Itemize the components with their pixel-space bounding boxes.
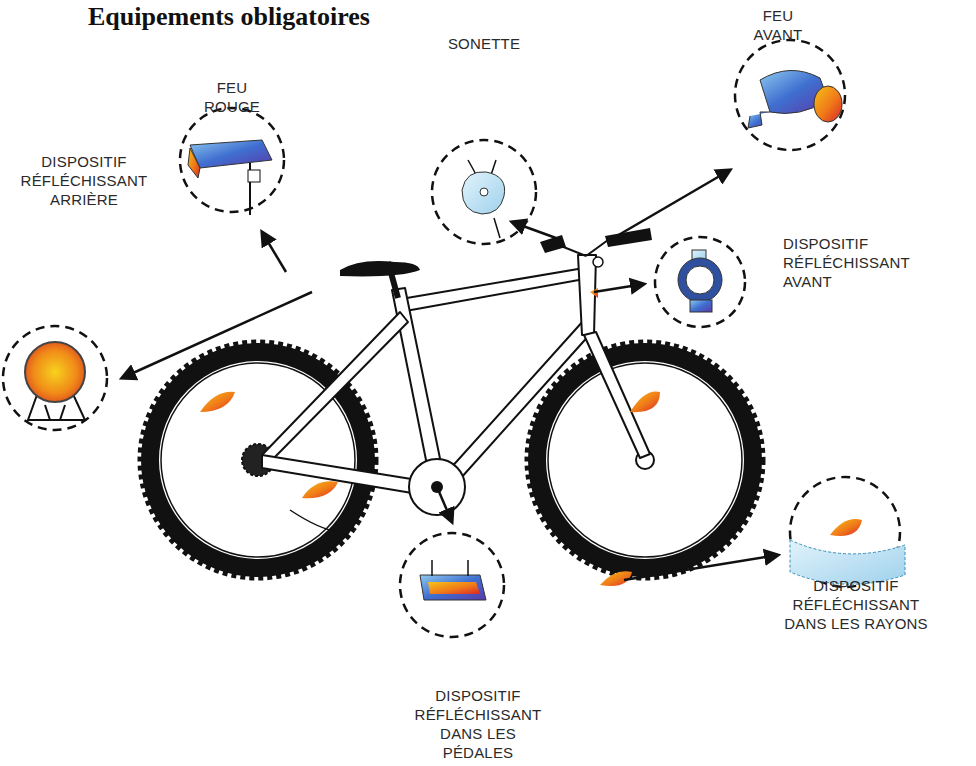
bell-mount — [593, 257, 603, 267]
bike-frame — [262, 234, 650, 496]
part-label: SONETTE — [429, 34, 539, 53]
part-label: FEU ROUGE — [197, 78, 267, 116]
part-label: FEU AVANT — [743, 6, 813, 44]
callout-circles — [3, 40, 900, 637]
rear-reflector-icon — [25, 342, 85, 420]
part-label: DISPOSITIF RÉFLÉCHISSANT DANS LES RAYONS — [781, 576, 931, 633]
part-label: DISPOSITIF RÉFLÉCHISSANT AVANT — [783, 234, 933, 291]
front-wheel — [527, 342, 763, 578]
leader-arrows — [122, 170, 778, 580]
spoke-reflectors — [200, 391, 660, 586]
front-light-icon — [748, 70, 842, 128]
part-label: DISPOSITIF RÉFLÉCHISSANT DANS LES PÉDALE… — [403, 686, 553, 762]
derailleur — [290, 510, 340, 532]
part-label: DISPOSITIF RÉFLÉCHISSANT ARRIÈRE — [9, 152, 159, 209]
bell-icon — [462, 160, 505, 238]
diagram-title: Equipements obligatoires — [88, 2, 370, 32]
front-reflector-icon — [678, 250, 722, 312]
front-reflector-mount — [590, 288, 598, 298]
pedal-icon — [420, 560, 486, 600]
spoke-reflector-icon — [790, 519, 905, 584]
rear-light-icon — [188, 140, 272, 215]
saddle — [340, 261, 420, 276]
